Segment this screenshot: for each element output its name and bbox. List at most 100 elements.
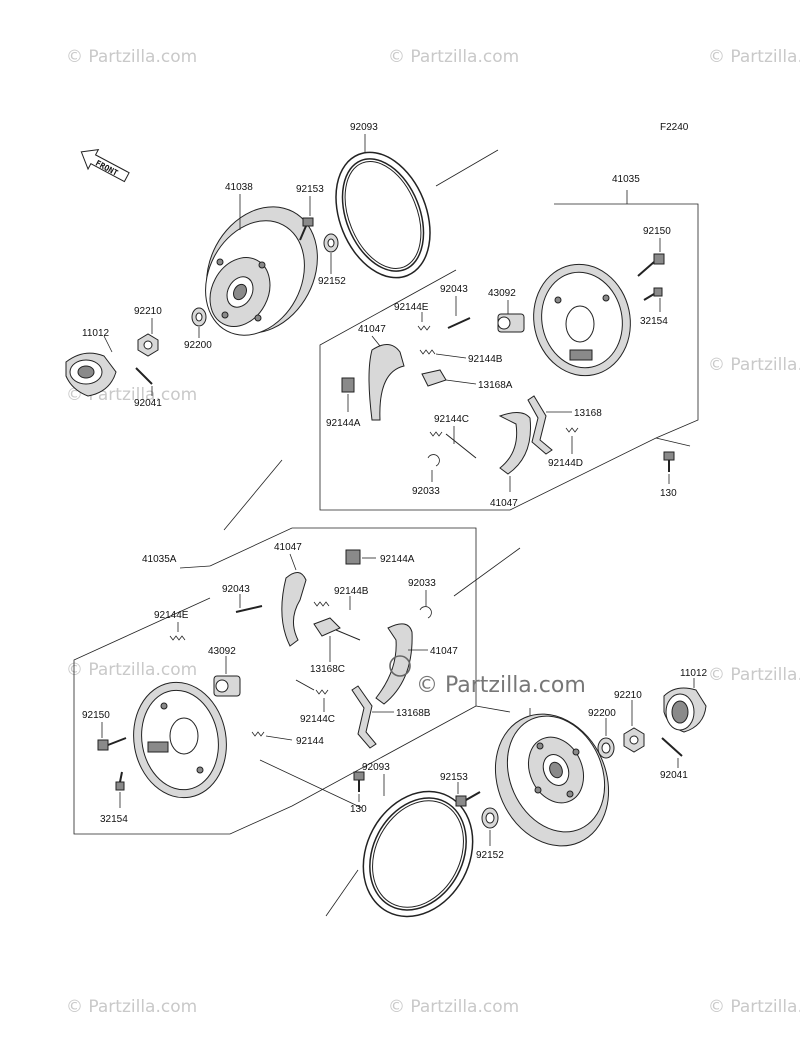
spring-c [295, 679, 329, 695]
front-arrow-icon: FRONT [80, 148, 130, 183]
hub-washer [597, 737, 615, 759]
watermark-layer: © Partzilla.com © Partzilla.com © Partzi… [66, 47, 800, 1017]
part-label-92200: 92200 [184, 340, 212, 351]
part-label-92043: 92043 [222, 584, 250, 595]
drum-seal-ring [335, 151, 431, 279]
part-label-92150: 92150 [82, 710, 110, 721]
watermark: © Partzilla.com [388, 47, 519, 67]
part-label-43092: 43092 [488, 288, 516, 299]
part-label-92041: 92041 [660, 770, 688, 781]
part-label-92152: 92152 [476, 850, 504, 861]
hub-cap [663, 687, 707, 733]
spring-c [429, 431, 477, 459]
part-label-92144C: 92144C [434, 414, 469, 425]
brake-lever-b [351, 685, 377, 749]
brake-lever-c [313, 617, 361, 641]
watermark: © Partzilla.com [708, 665, 800, 685]
part-label-41038: 41038 [225, 182, 253, 193]
brake-lever [527, 395, 553, 455]
center-watermark-text: © Partzilla.com [416, 673, 586, 698]
part-label-92144E: 92144E [154, 610, 189, 621]
shoe-clip [345, 549, 361, 565]
part-label-92144A: 92144A [326, 418, 361, 429]
group-bracket [73, 527, 477, 835]
brake-shoe [368, 344, 405, 421]
drum-bolt [299, 217, 314, 241]
brake-panel [533, 263, 631, 377]
part-label-92144A: 92144A [380, 554, 415, 565]
lower-assembly: 41035A 41047 92144A 92043 92033 [73, 527, 708, 918]
drum-bolt [455, 791, 481, 807]
wheel-cylinder [497, 313, 525, 333]
watermark: © Partzilla.com [708, 355, 800, 375]
part-label-41035A: 41035A [142, 554, 177, 565]
part-label-92033: 92033 [408, 578, 436, 589]
part-label-43092: 43092 [208, 646, 236, 657]
panel-bolt [637, 253, 665, 277]
hub-nut [137, 333, 159, 357]
brake-drum [205, 206, 318, 336]
brake-shoe [375, 623, 413, 705]
cotter-pin [661, 737, 683, 757]
part-label-41047: 41047 [430, 646, 458, 657]
circlip [427, 454, 440, 467]
part-label-92093: 92093 [350, 122, 378, 133]
center-watermark: © Partzilla.com [389, 655, 586, 698]
part-label-92152: 92152 [318, 276, 346, 287]
brake-panel [133, 681, 227, 799]
part-label-32154: 32154 [100, 814, 128, 825]
brake-shoe [281, 572, 307, 647]
panel-bolt [97, 737, 127, 751]
part-label-92153: 92153 [440, 772, 468, 783]
drum-washer [481, 807, 499, 829]
part-label-92144C: 92144C [300, 714, 335, 725]
part-label-92093: 92093 [362, 762, 390, 773]
bleeder-screw [643, 287, 663, 301]
part-label-92041: 92041 [134, 398, 162, 409]
part-label-13168: 13168 [574, 408, 602, 419]
brake-shoe [498, 412, 532, 475]
part-label-92200: 92200 [588, 708, 616, 719]
part-label-92150: 92150 [643, 226, 671, 237]
part-label-92210: 92210 [614, 690, 642, 701]
watermark: © Partzilla.com [66, 997, 197, 1017]
mount-bolt [353, 771, 365, 792]
group-bracket [319, 203, 699, 511]
drum-washer [323, 233, 339, 253]
part-label-92144B: 92144B [468, 354, 503, 365]
part-label-13168B: 13168B [396, 708, 431, 719]
mount-bolt [663, 451, 675, 472]
part-label-11012: 11012 [680, 668, 708, 679]
part-label-92033: 92033 [412, 486, 440, 497]
watermark: © Partzilla.com [708, 997, 800, 1017]
drum-seal-ring [362, 790, 474, 918]
part-label-13168C: 13168C [310, 664, 345, 675]
part-label-92043: 92043 [440, 284, 468, 295]
watermark: © Partzilla.com [66, 47, 197, 67]
part-label-32154: 32154 [640, 316, 668, 327]
part-label-130: 130 [350, 804, 367, 815]
part-label-13168A: 13168A [478, 380, 513, 391]
cotter-pin [135, 367, 153, 385]
shoe-clip [341, 377, 355, 393]
part-label-92144: 92144 [296, 736, 324, 747]
part-label-92144E: 92144E [394, 302, 429, 313]
part-label-92153: 92153 [296, 184, 324, 195]
hub-washer [191, 307, 207, 327]
spring-e [417, 325, 431, 331]
hub-nut [623, 727, 645, 753]
part-label-92144D: 92144D [548, 458, 583, 469]
brake-drum [494, 713, 610, 847]
part-label-130: 130 [660, 488, 677, 499]
watermark: © Partzilla.com [388, 997, 519, 1017]
spring [251, 731, 265, 737]
part-label-11012: 11012 [82, 328, 110, 339]
upper-assembly: 41035 92093 41038 [65, 122, 699, 531]
hub-cap [65, 352, 117, 397]
spring-b [313, 601, 330, 607]
part-label-41047: 41047 [274, 542, 302, 553]
part-label-92144B: 92144B [334, 586, 369, 597]
spring-d [565, 427, 579, 433]
part-label-41047: 41047 [358, 324, 386, 335]
